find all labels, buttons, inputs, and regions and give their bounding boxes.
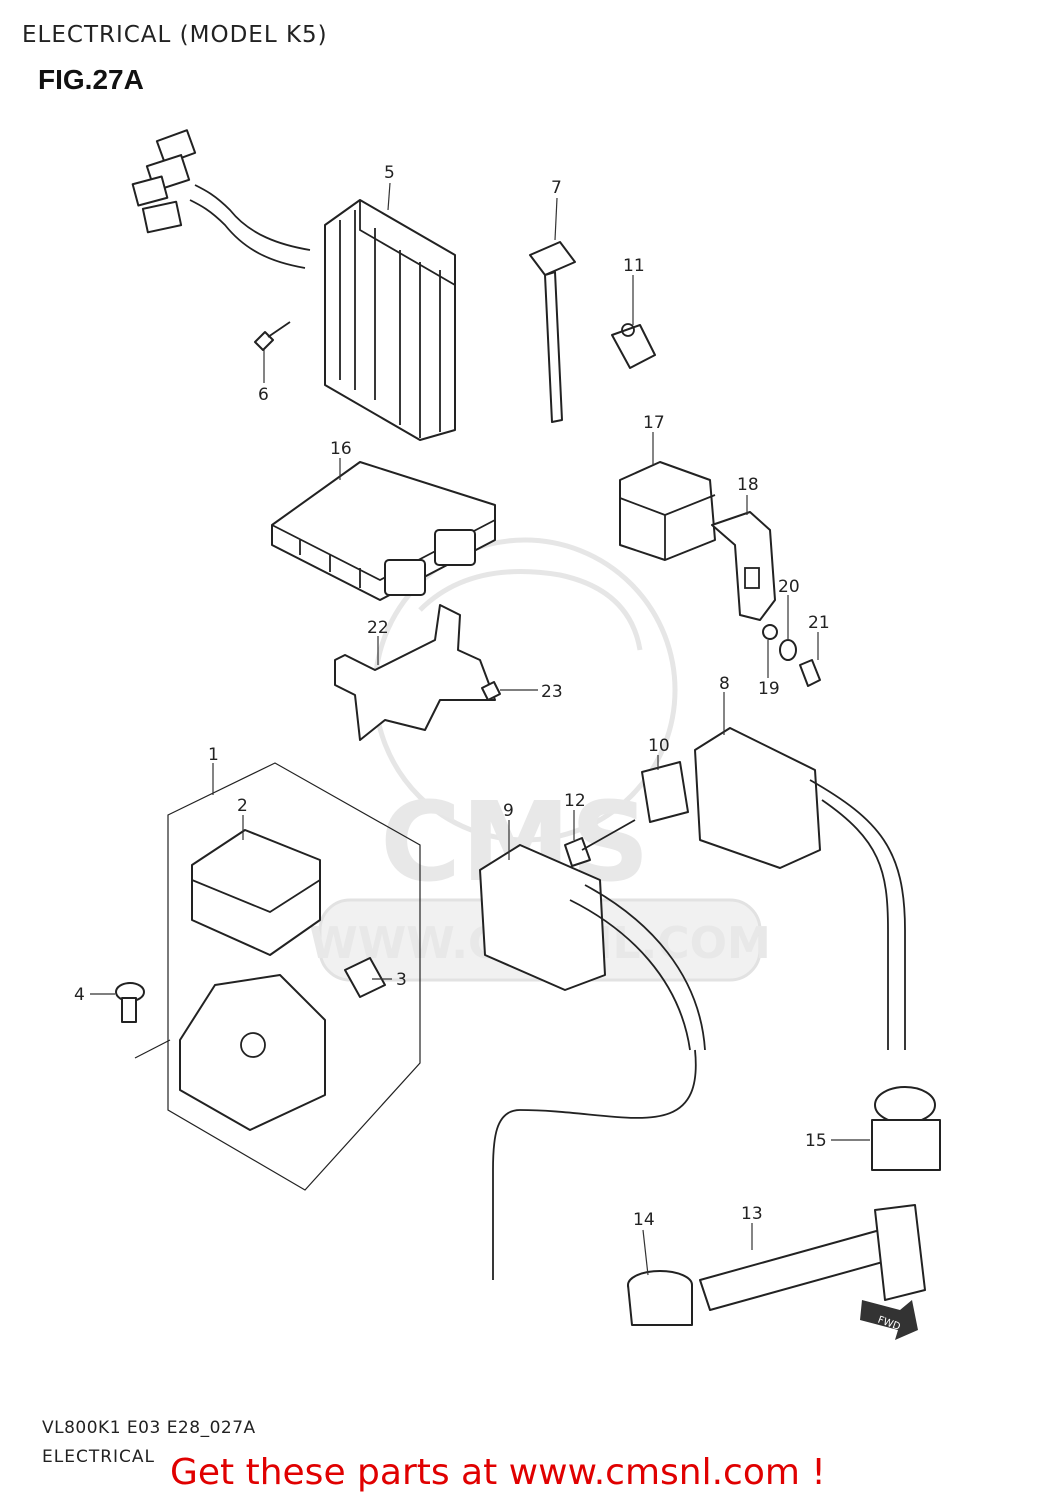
part-1-starter-relay-assembly <box>134 762 421 1191</box>
exploded-parts-drawing: CMS WWW.CMSNL.COM <box>74 129 941 1340</box>
diagram-title: ELECTRICAL (MODEL K5) <box>22 22 328 48</box>
callout-19: 19 <box>758 679 780 699</box>
callout-20: 20 <box>778 577 800 597</box>
part-23-screw <box>481 681 501 701</box>
callout-2: 2 <box>237 796 248 816</box>
callout-3: 3 <box>396 970 407 990</box>
part-18-bracket <box>711 511 776 621</box>
callout-10: 10 <box>648 736 670 756</box>
part-14-sleeve <box>627 1270 693 1326</box>
callout-12: 12 <box>564 791 586 811</box>
part-15-plug-cap <box>871 1086 941 1171</box>
relay-body <box>179 974 326 1131</box>
callout-11: 11 <box>623 256 645 276</box>
callout-17: 17 <box>643 413 665 433</box>
callout-15: 15 <box>805 1131 827 1151</box>
model-reference-code: VL800K1 E03 E28_027A <box>42 1418 256 1438</box>
callout-16: 16 <box>330 439 352 459</box>
part-19-grommet <box>762 624 778 640</box>
callout-14: 14 <box>633 1210 655 1230</box>
part-11-clamp <box>611 323 656 369</box>
part-6-bolt <box>254 321 291 351</box>
part-5-regulator <box>131 129 456 441</box>
part-9-ignition-coil <box>479 844 706 1280</box>
callout-13: 13 <box>741 1204 763 1224</box>
callout-7: 7 <box>551 178 562 198</box>
callout-8: 8 <box>719 674 730 694</box>
part-8-ignition-coil <box>694 727 906 1050</box>
callout-22: 22 <box>367 618 389 638</box>
part-13-spark-plug-cap <box>699 1204 926 1311</box>
callout-6: 6 <box>258 385 269 405</box>
section-label: ELECTRICAL <box>42 1447 156 1467</box>
part-12-bolt <box>564 819 636 867</box>
promo-link-text[interactable]: Get these parts at www.cmsnl.com ! <box>170 1452 826 1493</box>
callout-4: 4 <box>74 985 85 1005</box>
leader-lines <box>90 182 870 1276</box>
part-16-ecm <box>271 461 496 601</box>
part-17-relay <box>619 461 716 561</box>
callout-23: 23 <box>541 682 563 702</box>
callout-9: 9 <box>503 801 514 821</box>
part-2-cover <box>191 829 321 956</box>
part-10-spacer <box>641 761 689 823</box>
callout-5: 5 <box>384 163 395 183</box>
part-3-fuse <box>344 957 386 998</box>
part-20-collar <box>779 639 797 661</box>
fwd-direction-tag: FWD <box>860 1300 918 1340</box>
part-7-cable-tie <box>529 241 576 423</box>
callout-numbers: 5 6 7 11 17 16 18 20 21 19 22 23 8 10 12… <box>74 163 830 1230</box>
callout-21: 21 <box>808 613 830 633</box>
figure-number: FIG.27A <box>38 64 144 95</box>
part-21-bolt <box>799 659 821 687</box>
callout-1: 1 <box>208 745 219 765</box>
part-4-bolt <box>115 982 145 1023</box>
callout-18: 18 <box>737 475 759 495</box>
part-22-bracket <box>334 604 496 741</box>
